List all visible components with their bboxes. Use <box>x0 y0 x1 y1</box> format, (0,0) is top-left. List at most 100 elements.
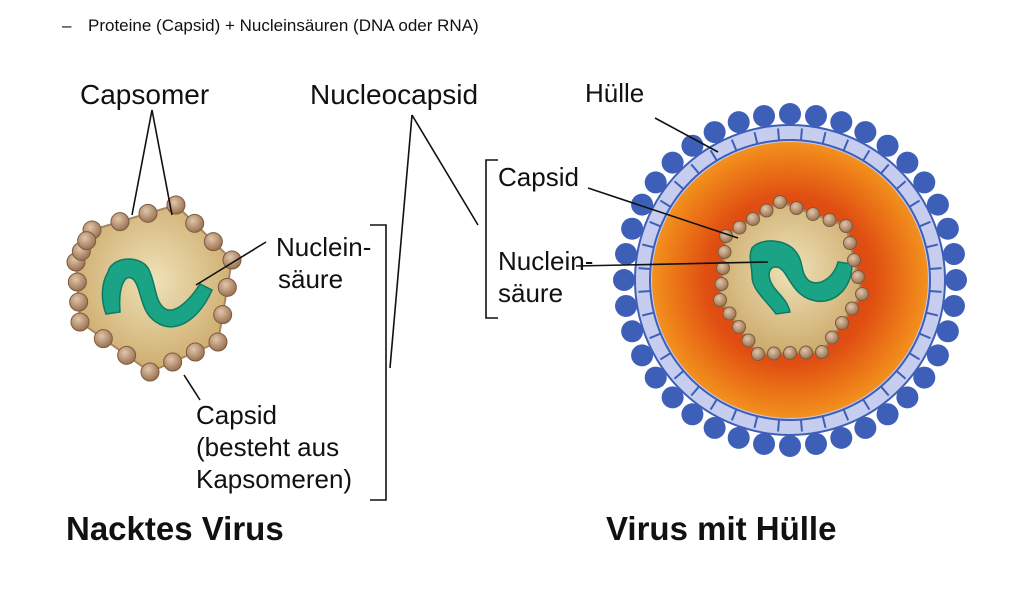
label-nucleocapsid: Nucleocapsid <box>310 79 478 110</box>
membrane-tick <box>777 419 781 432</box>
capsomer-bead <box>722 306 737 321</box>
capsomer-bead <box>751 347 765 361</box>
naked-nucleic-acid-strand <box>101 258 213 328</box>
capsomer-bead <box>67 272 87 292</box>
label-capsid-left-3: Kapsomeren) <box>196 464 352 494</box>
spike-glycoprotein <box>896 386 919 409</box>
membrane-tick <box>908 352 921 361</box>
enveloped-capsomers <box>713 195 869 361</box>
spike-glycoprotein <box>854 416 877 439</box>
capsomer-bead <box>847 253 861 267</box>
spike-glycoprotein <box>703 416 726 439</box>
capsomer-bead <box>815 345 829 359</box>
membrane-tick <box>842 139 850 152</box>
membrane-tick <box>649 220 662 228</box>
spike-glycoprotein <box>613 269 635 291</box>
capsomer-bead <box>806 207 820 221</box>
membrane-tick <box>918 332 931 340</box>
capsomer-bead <box>217 277 237 297</box>
spike-glycoprotein <box>936 320 959 343</box>
membrane-tick <box>649 332 662 340</box>
membrane-tick <box>659 199 672 208</box>
membrane-tick <box>799 419 803 432</box>
membrane-tick <box>862 398 871 411</box>
capsomer-bead <box>138 203 158 223</box>
membrane-tick <box>880 385 890 397</box>
membrane-tick <box>673 180 685 190</box>
membrane-tick <box>709 149 718 162</box>
membrane-tick <box>918 220 931 228</box>
capsomer-bead <box>759 203 774 218</box>
capsomer-bead <box>714 277 729 291</box>
membrane-tick <box>925 311 939 317</box>
envelope-spikes <box>613 103 967 457</box>
spike-glycoprotein <box>631 344 654 367</box>
spike-glycoprotein <box>681 403 704 426</box>
capsomer-bead <box>213 305 233 325</box>
spike-glycoprotein <box>913 366 936 389</box>
capsomer-bead <box>717 245 732 259</box>
capsomer-bead <box>767 346 781 361</box>
capsomer-bead <box>732 320 746 334</box>
spike-glycoprotein <box>913 171 936 194</box>
membrane-tick <box>709 398 718 411</box>
spike-glycoprotein <box>615 243 638 266</box>
spike-glycoprotein <box>753 105 776 128</box>
capsomer-bead <box>741 333 756 348</box>
spike-glycoprotein <box>804 105 827 128</box>
membrane-tick <box>929 267 942 271</box>
membrane-tick <box>925 243 939 249</box>
spike-glycoprotein <box>926 193 949 216</box>
membrane-tick <box>673 370 685 380</box>
spike-glycoprotein <box>631 193 654 216</box>
capsomer-bead <box>825 330 839 345</box>
enveloped-virus <box>613 103 967 457</box>
membrane-tick <box>908 199 921 208</box>
label-capsid-right: Capsid <box>498 162 579 192</box>
membrane-tick <box>690 385 700 397</box>
spike-glycoprotein <box>936 217 959 240</box>
spike-glycoprotein <box>854 121 877 144</box>
membrane-tick <box>821 415 827 429</box>
title-enveloped-virus: Virus mit Hülle <box>606 510 836 547</box>
capsomer-bead <box>822 213 837 227</box>
spike-glycoprotein <box>727 426 750 449</box>
label-nuclein-right-1: Nuclein- <box>498 246 593 276</box>
capsomer-bead <box>140 362 160 382</box>
label-capsid-left-1: Capsid <box>196 400 277 430</box>
membrane-tick <box>799 128 803 141</box>
envelope-inner-border <box>649 139 931 421</box>
capsomer-bead <box>185 213 205 233</box>
capsomer-bead <box>746 212 760 226</box>
membrane-tick <box>862 149 871 162</box>
leader-lines <box>131 109 769 501</box>
enveloped-nucleic-acid-strand <box>749 240 853 315</box>
spike-glycoprotein <box>779 103 801 125</box>
membrane-tick <box>690 163 700 175</box>
membrane-tick <box>638 267 651 271</box>
membrane-tick <box>641 311 655 317</box>
spike-glycoprotein <box>830 111 853 134</box>
capsomer-bead <box>843 236 857 250</box>
spike-glycoprotein <box>942 243 965 266</box>
naked-virus <box>66 195 242 382</box>
label-capsid-left-2: (besteht aus <box>196 432 339 462</box>
membrane-tick <box>895 180 907 190</box>
capsomer-bead <box>110 212 130 232</box>
spike-glycoprotein <box>615 294 638 317</box>
spike-glycoprotein <box>804 432 827 455</box>
capsomer-bead <box>222 250 242 270</box>
capsomer-bead <box>185 342 205 362</box>
spike-glycoprotein <box>896 151 919 174</box>
capsomer-bead <box>117 345 137 365</box>
membrane-tick <box>929 289 942 293</box>
capsomer-bead <box>93 329 113 349</box>
bullet-marker: – <box>62 16 72 35</box>
label-capsomer: Capsomer <box>80 79 209 110</box>
capsomer-bead <box>203 232 223 252</box>
membrane-tick <box>730 408 738 421</box>
label-nuclein-left-1: Nuclein- <box>276 232 371 262</box>
spike-glycoprotein <box>876 403 899 426</box>
membrane-tick <box>880 163 890 175</box>
